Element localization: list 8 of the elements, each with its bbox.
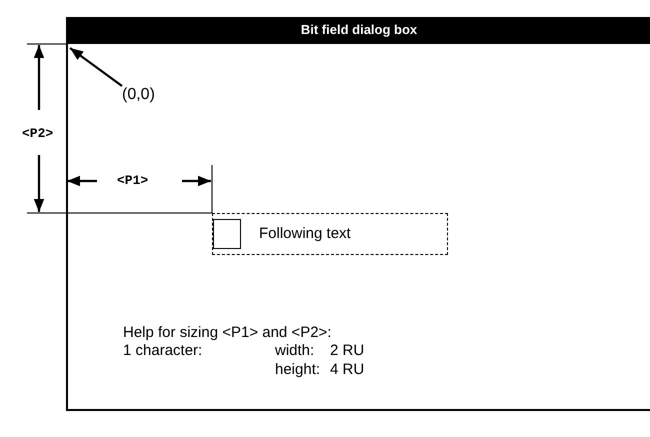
leader-arrow (69, 47, 123, 87)
window-title: Bit field dialog box (300, 22, 418, 37)
help-text: height: (275, 361, 320, 379)
coordinate-label: (0,0) (122, 86, 172, 106)
dashed-field-outline (212, 213, 448, 255)
help-text: Help for sizing <P1> and <P2>: (123, 324, 332, 342)
field-text: Following text (259, 225, 351, 243)
checkbox (213, 219, 241, 249)
